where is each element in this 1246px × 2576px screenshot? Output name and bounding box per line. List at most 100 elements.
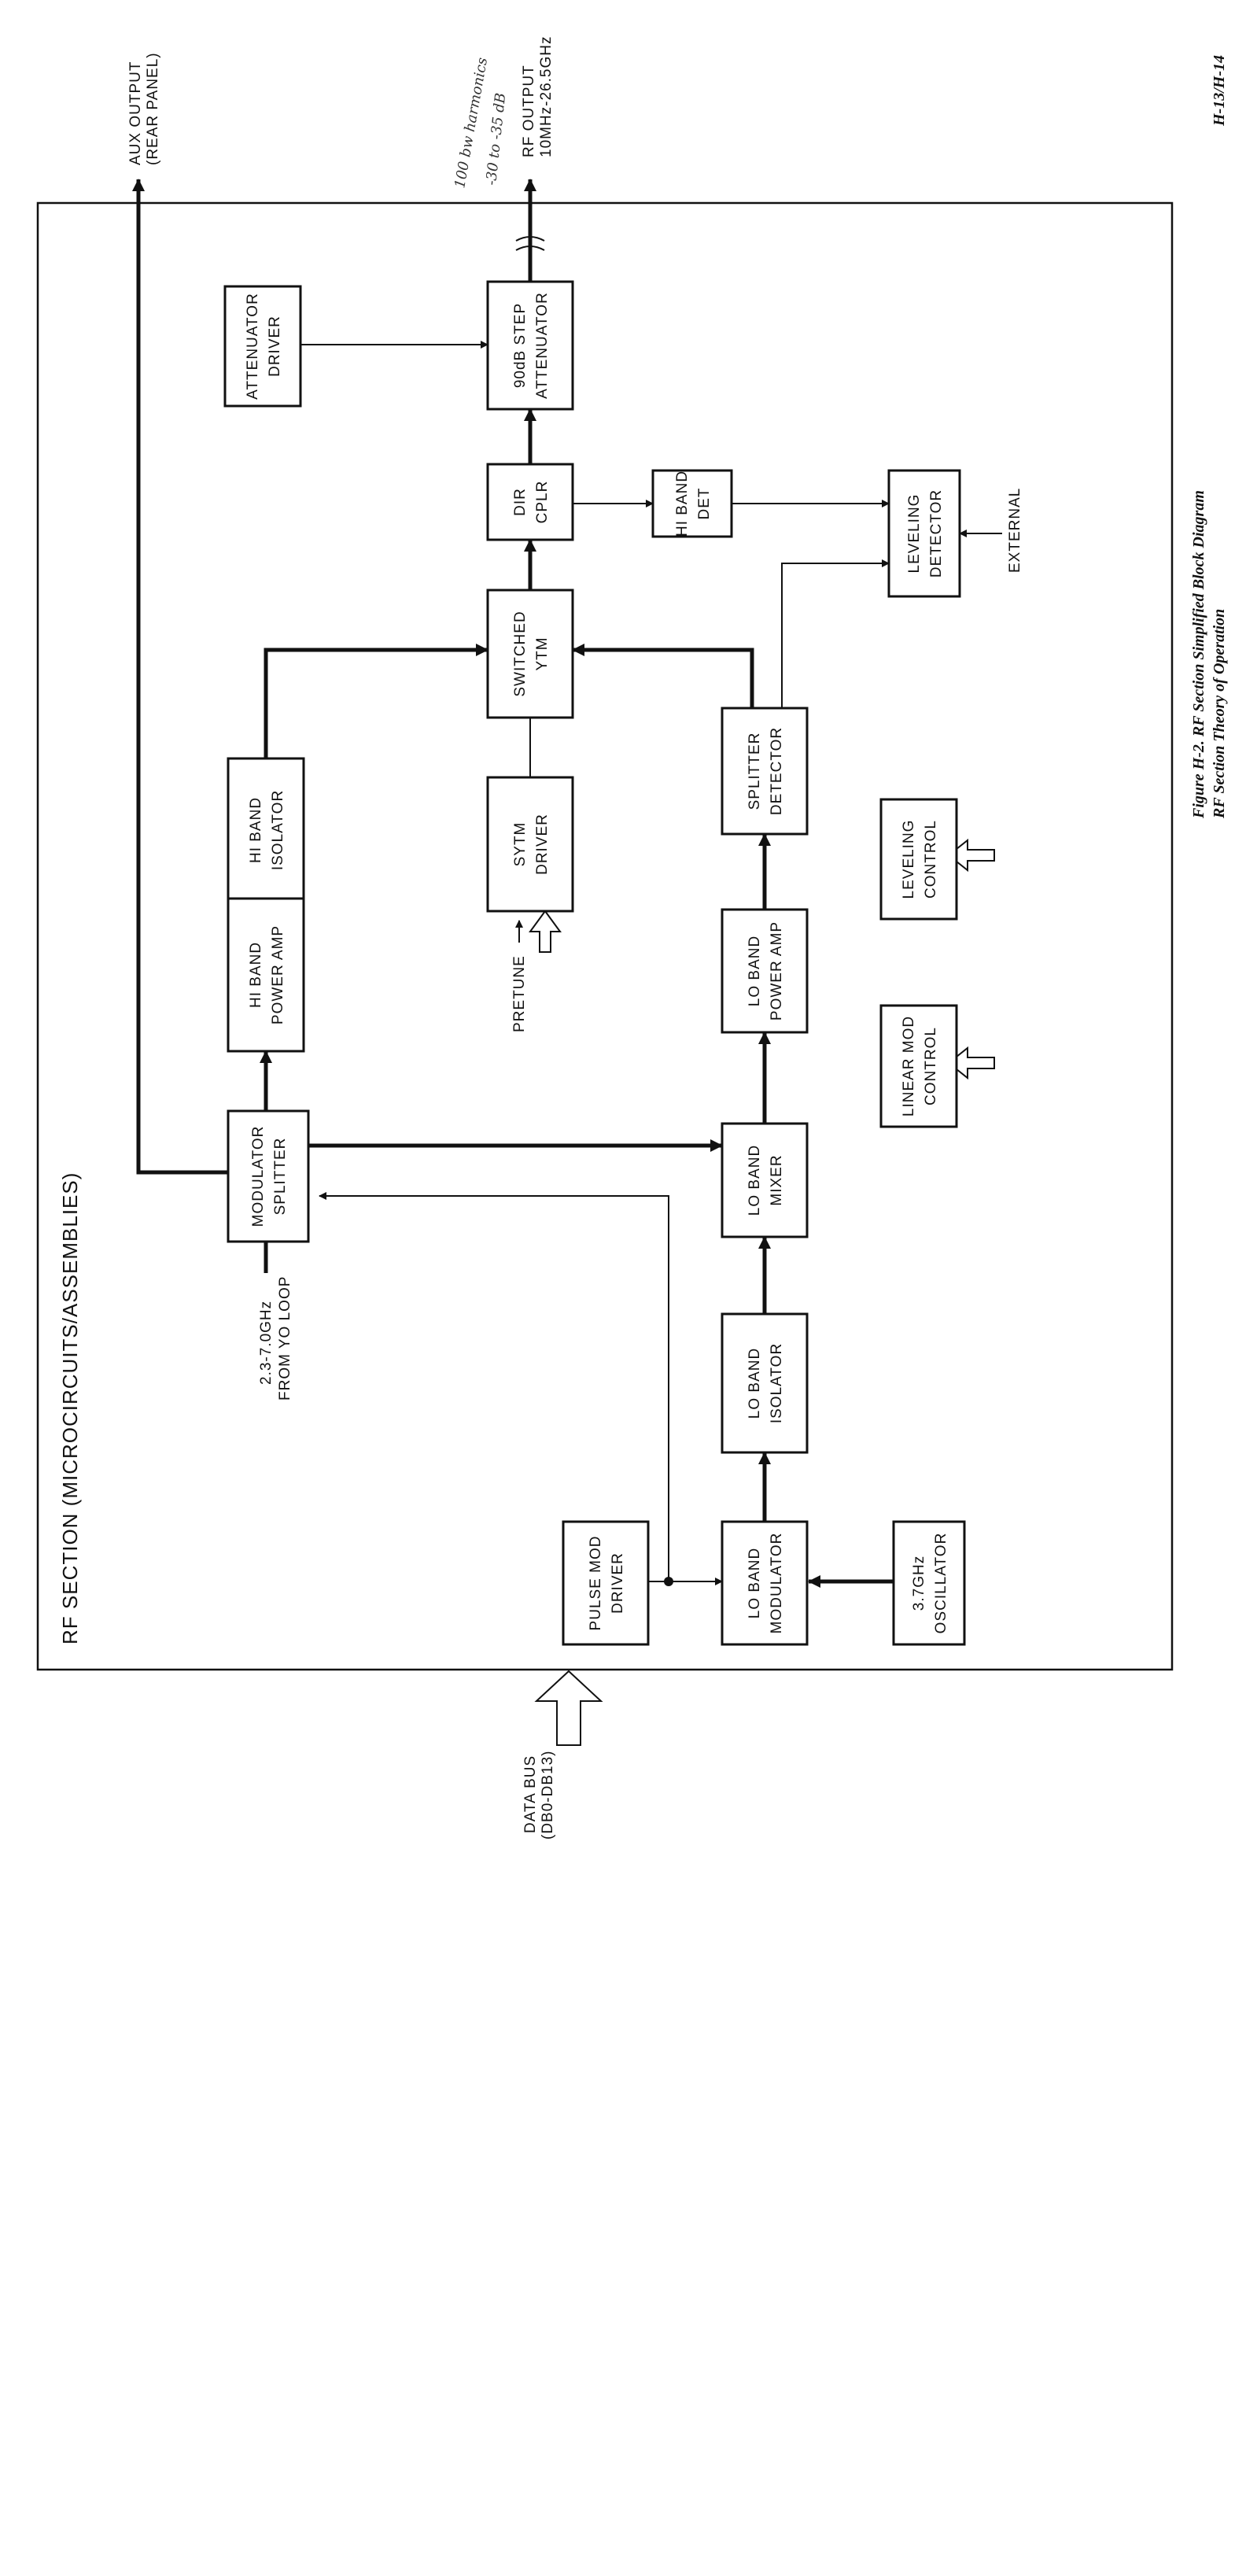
pretune-label: PRETUNE bbox=[511, 955, 528, 1032]
line-splitdet-to-leveldet bbox=[781, 559, 890, 708]
block-label: MIXER bbox=[769, 1154, 785, 1205]
block-label: DETECTOR bbox=[928, 489, 945, 578]
block-leveling-detector: LEVELING DETECTOR bbox=[887, 469, 961, 598]
block-label: PULSE MOD bbox=[588, 1536, 604, 1631]
page-number: H-13/H-14 bbox=[1211, 55, 1228, 127]
block-label: ISOLATOR bbox=[270, 790, 286, 870]
block-box bbox=[651, 469, 733, 538]
handwritten-note-2: -30 to -35 dB bbox=[483, 92, 509, 186]
data-bus-label-1: DATA BUS bbox=[522, 1755, 539, 1833]
rf-output-label-1: RF OUTPUT bbox=[521, 65, 537, 157]
block-label: DETECTOR bbox=[769, 727, 785, 815]
chapter-caption: RF Section Theory of Operation bbox=[1211, 609, 1228, 819]
block-box bbox=[887, 469, 961, 598]
sytm-bus-arrow bbox=[529, 910, 562, 953]
block-label: 90dB STEP bbox=[512, 303, 529, 388]
block-pulse-mod-driver: PULSE MOD DRIVER bbox=[562, 1520, 650, 1646]
block-box bbox=[223, 285, 302, 408]
block-box bbox=[721, 707, 809, 836]
block-label: DRIVER bbox=[534, 814, 551, 875]
figure-caption: Figure H-2. RF Section Simplified Block … bbox=[1190, 490, 1207, 819]
rf-section-boundary bbox=[36, 201, 1174, 1671]
block-label: ATTENUATOR bbox=[245, 293, 261, 400]
block-hi-band-isolator: HI BAND ISOLATOR bbox=[227, 757, 305, 903]
yo-input-label-1: 2.3-7.0GHz bbox=[258, 1301, 275, 1385]
block-label: LO BAND bbox=[746, 936, 763, 1006]
block-label: SYTM bbox=[512, 822, 529, 867]
block-box bbox=[227, 1109, 310, 1243]
block-box bbox=[486, 589, 574, 719]
block-hi-band-power-amp: HI BAND POWER AMP bbox=[227, 897, 305, 1053]
block-switched-ytm: SWITCHED YTM bbox=[486, 589, 574, 719]
line-pulse-to-modsplit bbox=[319, 1192, 669, 1581]
block-label: YTM bbox=[534, 637, 551, 670]
block-box bbox=[721, 908, 809, 1034]
block-label: CONTROL bbox=[923, 1027, 939, 1105]
block-box bbox=[227, 897, 305, 1053]
block-label: MODULATOR bbox=[250, 1126, 267, 1227]
block-label: POWER AMP bbox=[270, 925, 286, 1024]
block-box bbox=[892, 1520, 966, 1646]
block-label: MODULATOR bbox=[769, 1533, 785, 1634]
block-label: LO BAND bbox=[746, 1145, 763, 1216]
block-label: LINEAR MOD bbox=[901, 1016, 917, 1116]
rf-output-label-2: 10MHz-26.5GHz bbox=[538, 36, 555, 158]
block-box bbox=[486, 776, 574, 913]
block-linear-mod-control: LINEAR MOD CONTROL bbox=[879, 1004, 958, 1128]
line-hiiso-to-ytm bbox=[264, 644, 488, 758]
block-box bbox=[879, 1004, 958, 1128]
block-box bbox=[227, 757, 305, 903]
block-label: HI BAND bbox=[248, 942, 264, 1008]
section-title: RF SECTION (MICROCIRCUITS/ASSEMBLIES) bbox=[58, 1172, 82, 1644]
block-attenuator-driver: ATTENUATOR DRIVER bbox=[223, 285, 302, 408]
block-label: LO BAND bbox=[746, 1548, 763, 1618]
block-splitter-detector: SPLITTER DETECTOR bbox=[721, 707, 809, 836]
block-box bbox=[486, 280, 574, 411]
external-label: EXTERNAL bbox=[1007, 488, 1023, 573]
block-label: SWITCHED bbox=[512, 611, 529, 696]
block-label: DRIVER bbox=[610, 1552, 626, 1614]
line-splitdet-to-ytm bbox=[572, 644, 754, 708]
aux-output-label-2: (REAR PANEL) bbox=[145, 52, 161, 165]
block-label: POWER AMP bbox=[769, 921, 785, 1020]
data-bus-label-2: (DB0-DB13) bbox=[540, 1751, 556, 1840]
block-label: SPLITTER bbox=[272, 1138, 289, 1216]
block-sytm-driver: SYTM DRIVER bbox=[486, 776, 574, 913]
block-modulator-splitter: MODULATOR SPLITTER bbox=[227, 1109, 310, 1243]
linear-mod-bus-arrow bbox=[947, 1046, 995, 1080]
block-leveling-control: LEVELING CONTROL bbox=[879, 798, 958, 921]
junction-dot bbox=[664, 1577, 673, 1586]
block-label: CPLR bbox=[534, 481, 551, 524]
block-lo-band-modulator: LO BAND MODULATOR bbox=[721, 1520, 809, 1646]
block-hi-band-det: HI BAND DET bbox=[651, 469, 733, 538]
block-label: DIR bbox=[512, 488, 529, 516]
block-label: LO BAND bbox=[746, 1348, 763, 1419]
block-label: LEVELING bbox=[901, 820, 917, 899]
block-label: ATTENUATOR bbox=[534, 292, 551, 399]
yo-input-label-2: FROM YO LOOP bbox=[277, 1276, 293, 1401]
block-step-attenuator: 90dB STEP ATTENUATOR bbox=[486, 280, 574, 411]
block-box bbox=[486, 463, 574, 541]
block-label: SPLITTER bbox=[746, 733, 763, 810]
block-label: HI BAND bbox=[248, 797, 264, 863]
block-label: DRIVER bbox=[267, 316, 283, 377]
block-box bbox=[721, 1122, 809, 1238]
block-label: LEVELING bbox=[906, 494, 923, 574]
block-label: HI BAND bbox=[674, 471, 691, 537]
aux-output-label-1: AUX OUTPUT bbox=[127, 61, 144, 165]
block-label: OSCILLATOR bbox=[933, 1533, 949, 1634]
block-oscillator: 3.7GHz OSCILLATOR bbox=[892, 1520, 966, 1646]
data-bus-arrow bbox=[534, 1670, 603, 1746]
block-label: DET bbox=[696, 488, 713, 520]
block-label: 3.7GHz bbox=[911, 1556, 927, 1611]
block-label: CONTROL bbox=[923, 820, 939, 899]
block-box bbox=[879, 798, 958, 921]
block-box bbox=[721, 1520, 809, 1646]
leveling-control-bus-arrow bbox=[947, 838, 995, 873]
rf-output-break bbox=[515, 236, 545, 251]
block-box bbox=[721, 1312, 809, 1454]
line-modsplit-to-aux bbox=[132, 179, 228, 1175]
block-lo-band-power-amp: LO BAND POWER AMP bbox=[721, 908, 809, 1034]
